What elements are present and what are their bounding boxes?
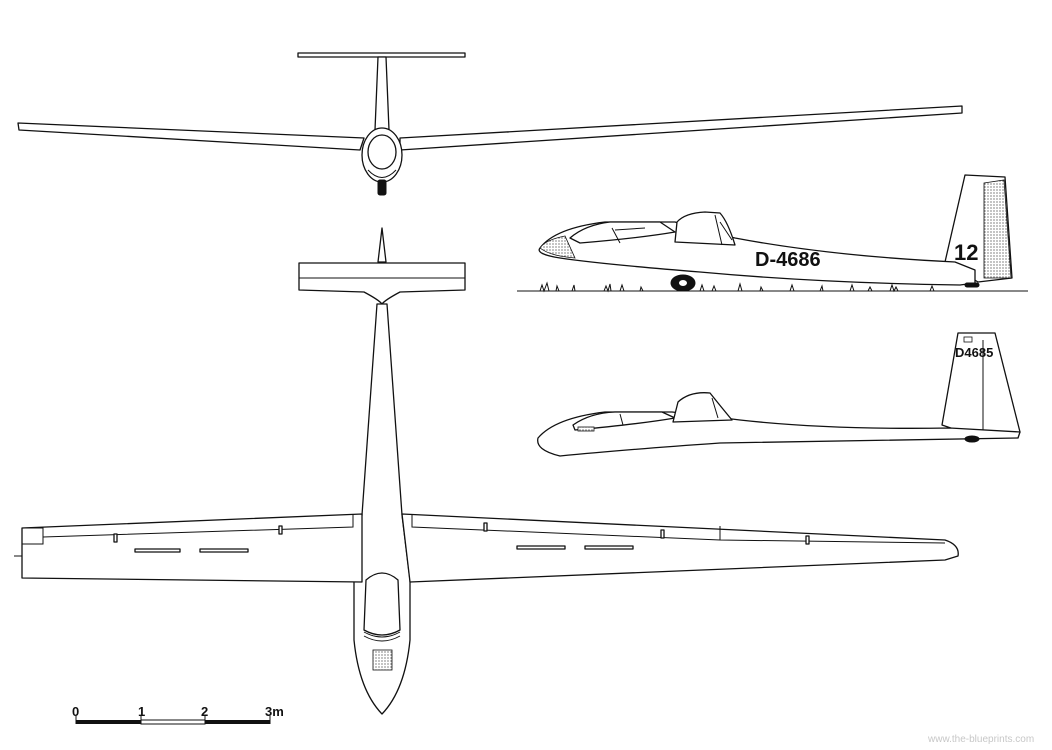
front-right-wing <box>399 105 963 151</box>
front-wheel <box>377 179 387 196</box>
watermark: www.the-blueprints.com <box>927 734 1034 745</box>
top-right-wing <box>401 513 959 583</box>
side-alt-wing-root <box>672 392 733 423</box>
scale-label-3: 3m <box>265 704 284 719</box>
side-wing-root <box>674 211 736 246</box>
scale-bar: 0 1 2 3m <box>72 704 284 725</box>
side-view-alt: D4685 <box>537 332 1021 457</box>
side-rudder <box>983 179 1012 279</box>
registration-label: D-4686 <box>755 249 821 271</box>
right-airbrake-inner <box>516 545 566 550</box>
grass <box>539 281 935 293</box>
scale-label-2: 2 <box>201 704 208 719</box>
top-cockpit-panel <box>372 649 393 671</box>
front-view <box>17 52 963 196</box>
side-view: D-4686 12 <box>517 174 1028 293</box>
front-tailplane <box>297 52 466 58</box>
top-view <box>14 227 959 715</box>
top-fin <box>377 227 387 263</box>
left-airbrake-inner <box>199 548 249 553</box>
scale-label-0: 0 <box>72 704 79 719</box>
competition-number: 12 <box>954 240 978 265</box>
top-left-wing <box>21 513 363 583</box>
left-airbrake-outer <box>134 548 181 553</box>
front-canopy <box>367 134 397 170</box>
right-airbrake-outer <box>584 545 634 550</box>
side-nose <box>539 235 576 259</box>
top-tailplane <box>298 262 466 305</box>
front-left-wing <box>17 122 365 151</box>
top-canopy <box>363 572 401 636</box>
front-fin <box>374 56 390 131</box>
scale-label-1: 1 <box>138 704 145 719</box>
side-canopy <box>569 221 676 244</box>
registration-label-alt: D4685 <box>955 345 993 360</box>
